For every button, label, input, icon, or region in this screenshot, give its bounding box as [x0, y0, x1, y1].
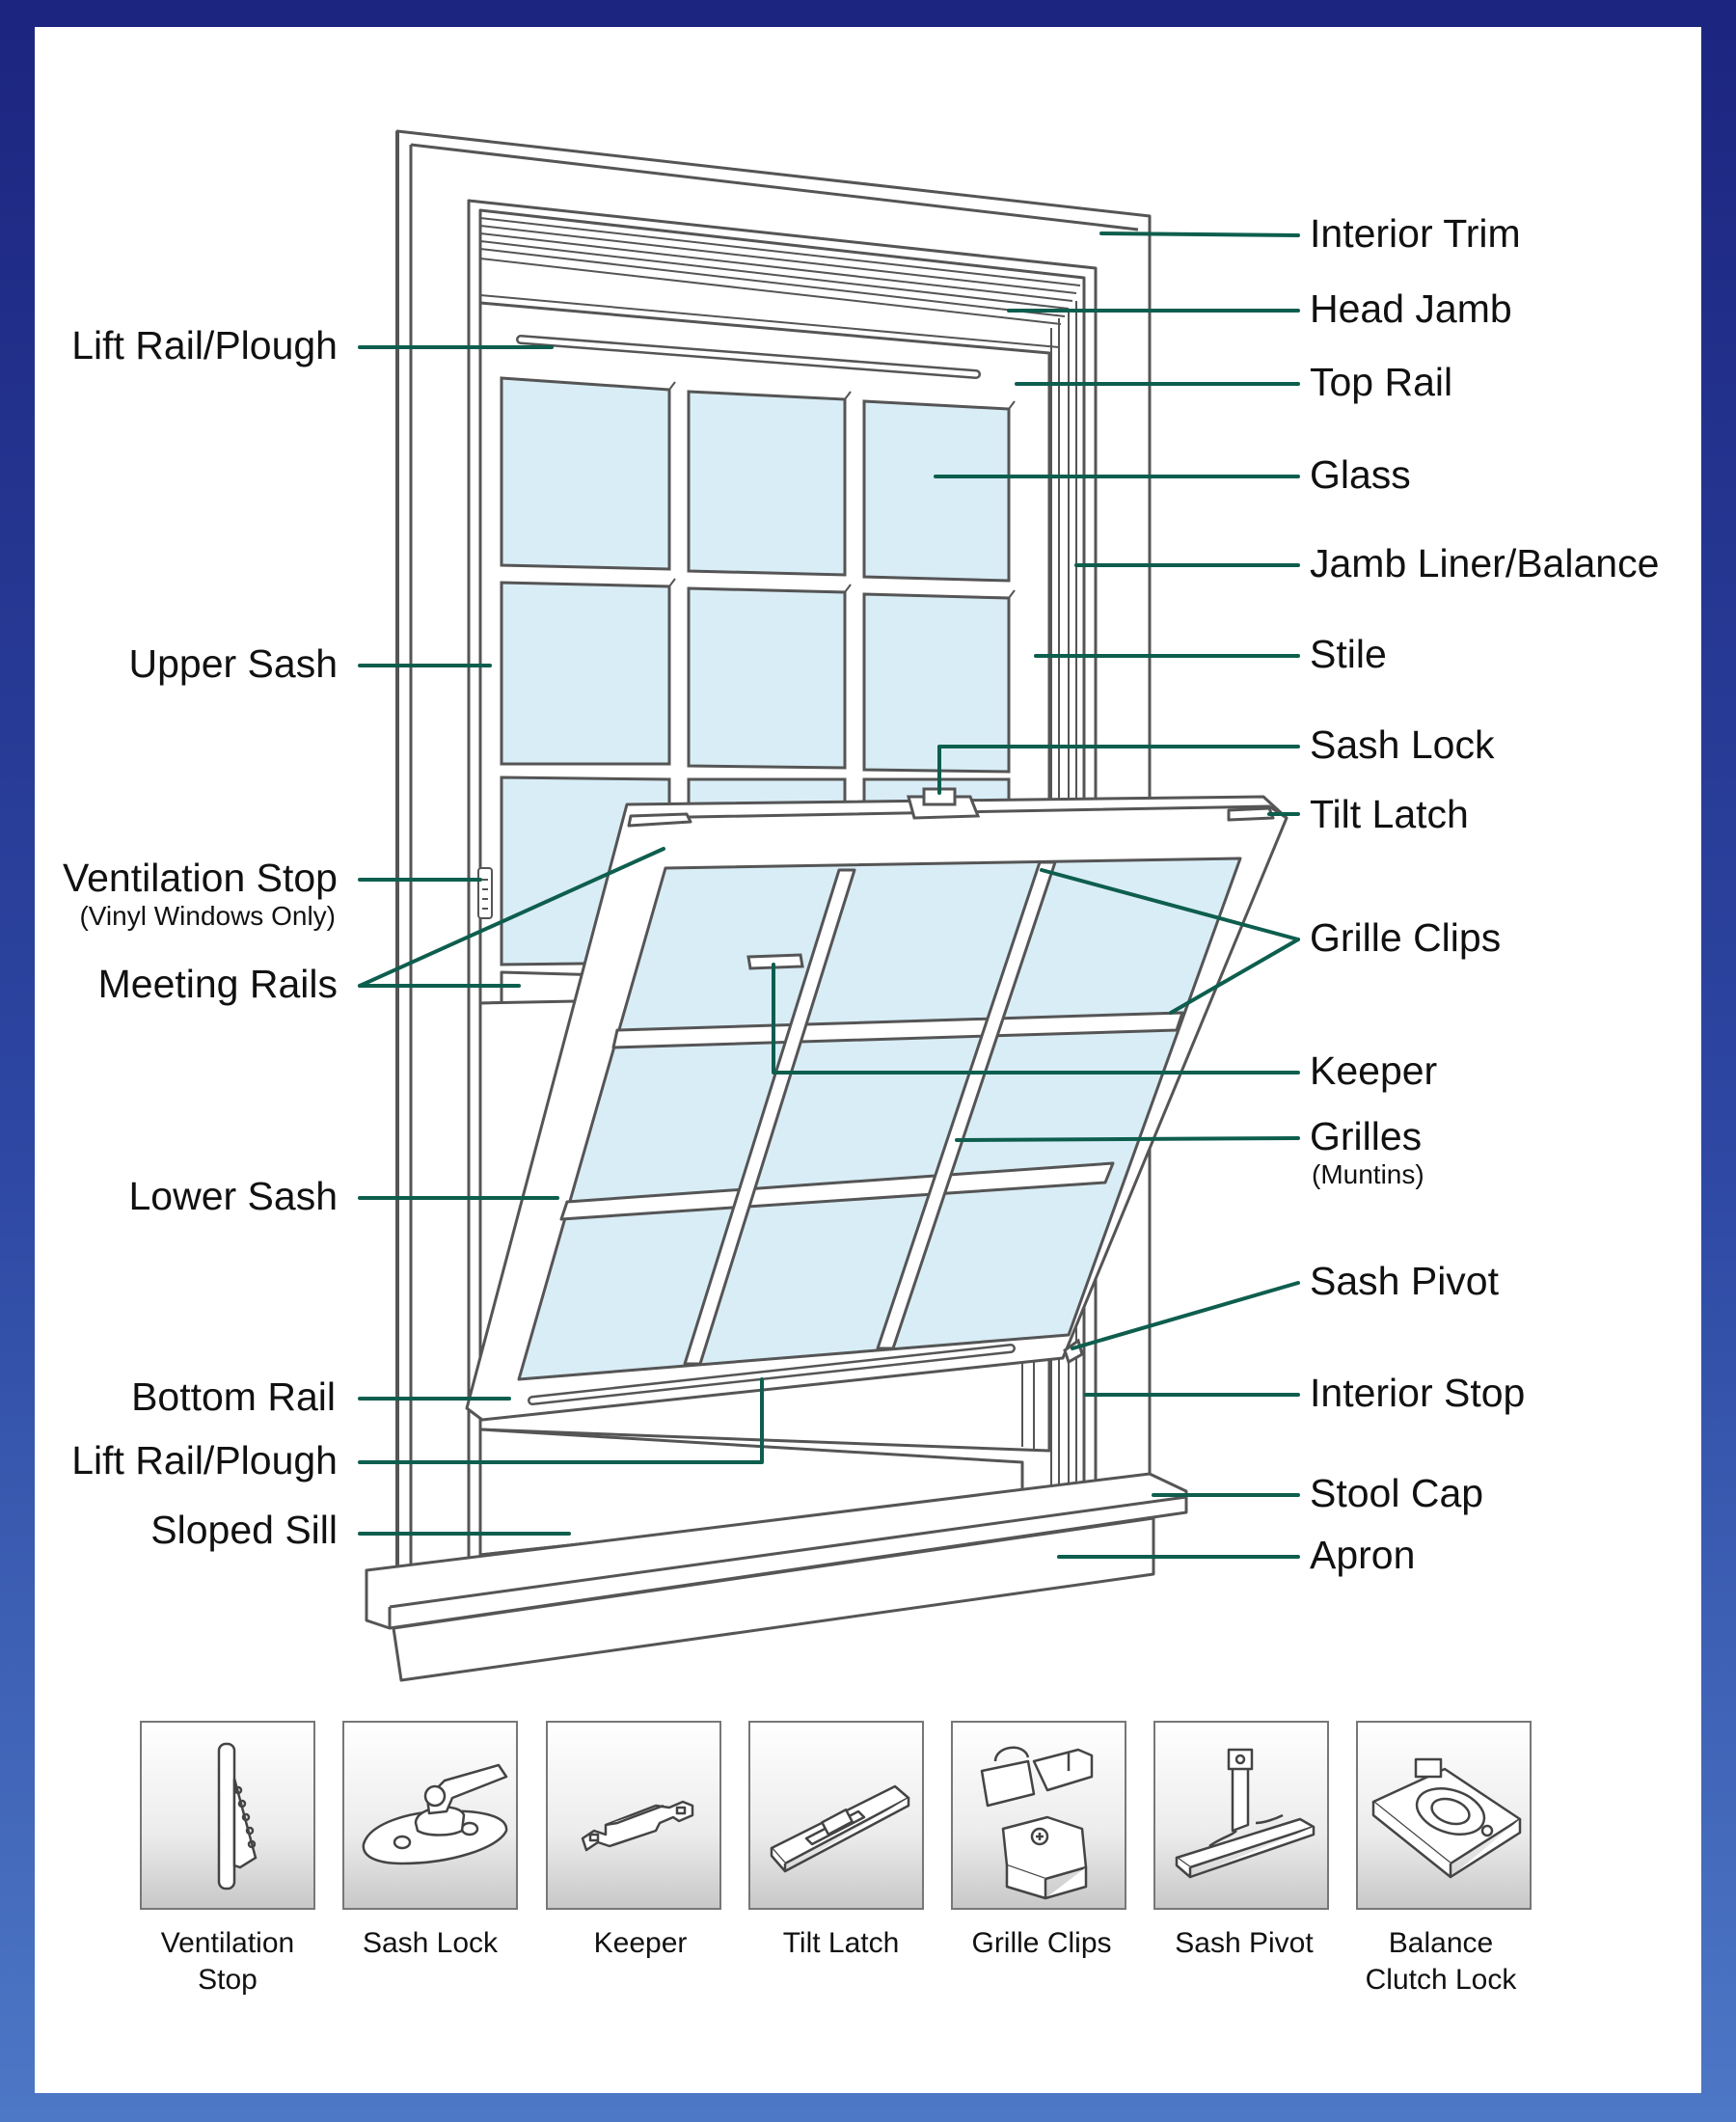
part-sash-lock — [342, 1721, 518, 1910]
keeper-icon — [581, 1800, 694, 1852]
label-stool-cap: Stool Cap — [1310, 1471, 1484, 1515]
ventilation-stop-shape — [477, 867, 493, 919]
sash-lock-shape — [907, 787, 981, 820]
label-meeting-rails: Meeting Rails — [97, 962, 338, 1006]
leader-lift-rail-bottom — [358, 1377, 764, 1464]
label-tilt-latch: Tilt Latch — [1310, 792, 1469, 836]
leader-grilles — [955, 1136, 1300, 1142]
label-upper-sash: Upper Sash — [128, 641, 338, 686]
leader-sash-pivot — [1071, 1281, 1300, 1350]
caption-sash-pivot: Sash Pivot — [1175, 1927, 1314, 1959]
grille-clips-icon — [980, 1746, 1094, 1900]
label-interior-trim: Interior Trim — [1310, 211, 1521, 256]
label-sash-lock: Sash Lock — [1310, 722, 1495, 767]
sash-lock-icon — [362, 1763, 508, 1865]
label-grilles: Grilles — [1310, 1114, 1423, 1158]
sash-pivot-icon — [1175, 1748, 1316, 1879]
label-lift-rail-top: Lift Rail/Plough — [71, 323, 338, 367]
part-tilt-latch — [748, 1721, 924, 1910]
balance-clutch-lock-icon — [1371, 1757, 1522, 1879]
part-sash-pivot — [1153, 1721, 1329, 1910]
label-grille-clips: Grille Clips — [1310, 915, 1502, 960]
label-head-jamb: Head Jamb — [1310, 286, 1512, 331]
label-top-rail: Top Rail — [1310, 360, 1453, 404]
leader-grille-clips-lower — [1169, 938, 1300, 1015]
ventilation-stop-icon — [217, 1742, 258, 1891]
keeper-shape — [746, 953, 804, 970]
leader-sash-lock — [937, 745, 1300, 795]
caption-grille-clips: Grille Clips — [971, 1927, 1112, 1959]
part-keeper — [546, 1721, 721, 1910]
label-lift-rail-bottom: Lift Rail/Plough — [71, 1438, 338, 1483]
apron-shape — [392, 1516, 1155, 1682]
label-jamb-liner: Jamb Liner/Balance — [1310, 541, 1660, 585]
caption-keeper: Keeper — [593, 1927, 688, 1959]
upper-muntin-bevels — [668, 381, 1016, 599]
part-grille-clips — [951, 1721, 1126, 1910]
label-sash-pivot: Sash Pivot — [1310, 1259, 1499, 1303]
leader-interior-trim — [1099, 231, 1300, 237]
leader-keeper — [772, 963, 1300, 1075]
label-stile: Stile — [1310, 632, 1387, 676]
label-ventilation-stop-note: (Vinyl Windows Only) — [79, 901, 336, 931]
tilt-latch-icon — [770, 1784, 910, 1873]
label-apron: Apron — [1310, 1533, 1416, 1577]
label-interior-stop: Interior Stop — [1310, 1371, 1526, 1415]
part-balance-clutch-lock — [1356, 1721, 1532, 1910]
part-ventilation-stop — [140, 1721, 315, 1910]
caption-tilt-latch: Tilt Latch — [782, 1927, 900, 1959]
leader-lines — [358, 231, 1300, 1559]
leader-grille-clips-upper — [1040, 868, 1300, 941]
stool-cap-shape — [365, 1472, 1188, 1630]
head-jamb-grooves — [479, 217, 1081, 348]
label-bottom-rail: Bottom Rail — [131, 1374, 336, 1419]
label-sloped-sill: Sloped Sill — [150, 1508, 338, 1552]
caption-sash-lock: Sash Lock — [362, 1927, 499, 1959]
lower-sash-shape — [465, 795, 1288, 1422]
leader-meeting-rail-lower — [358, 847, 665, 988]
label-grilles-note: (Muntins) — [1312, 1159, 1424, 1189]
label-lower-sash: Lower Sash — [128, 1174, 338, 1218]
label-keeper: Keeper — [1310, 1048, 1438, 1093]
label-ventilation-stop: Ventilation Stop — [63, 856, 338, 900]
label-glass: Glass — [1310, 452, 1411, 497]
